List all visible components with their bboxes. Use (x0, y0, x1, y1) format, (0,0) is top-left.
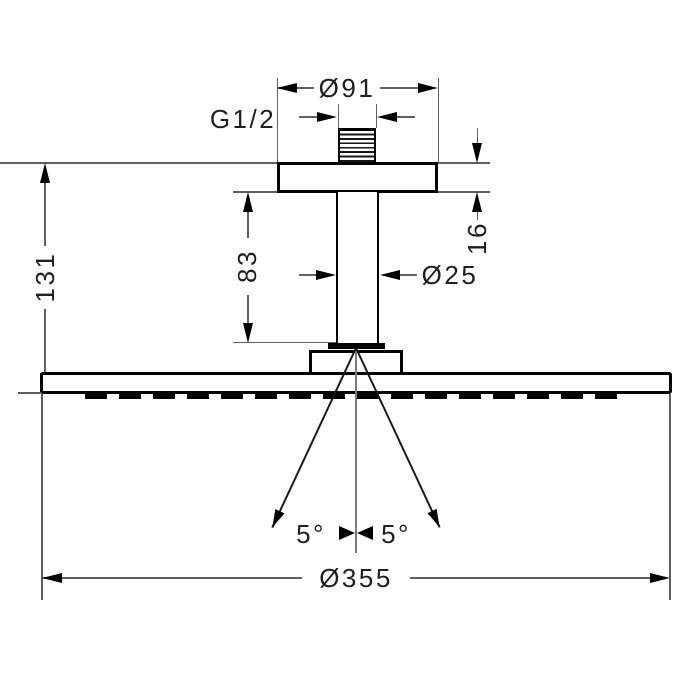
arrowhead-right (650, 572, 670, 583)
dimension-line (247, 295, 249, 324)
arrowhead-down (242, 322, 253, 343)
arrowhead-right (317, 111, 337, 122)
extension-line (277, 78, 279, 163)
arrowhead-spray (267, 509, 285, 530)
dimension-line (396, 116, 415, 118)
arrowhead-right (316, 269, 336, 280)
flange-thickness-label: 16 (462, 221, 492, 255)
dimension-line (299, 116, 318, 118)
overall-height-label: 131 (30, 251, 60, 303)
ceiling-flange (277, 162, 438, 193)
arrowhead-left (277, 82, 297, 93)
dimension-line (44, 309, 46, 374)
arrowhead-up (39, 163, 50, 183)
arrowhead-right (418, 82, 438, 93)
extension-line (41, 394, 43, 600)
extension-line (338, 104, 340, 128)
thread-size-label: G1/2 (209, 104, 277, 134)
arrowhead-left (376, 111, 397, 122)
arrowhead-right (339, 526, 356, 540)
dimension-line (476, 128, 479, 144)
extension-line (18, 392, 41, 394)
spray-angle-left-label: 5° (296, 519, 326, 549)
ceiling-line (0, 162, 490, 164)
flange-diameter-label: Ø91 (318, 73, 376, 103)
arrowhead-left (357, 526, 373, 540)
dimension-line (44, 182, 46, 246)
dimension-line (399, 274, 417, 276)
drop-pipe (336, 192, 379, 343)
extension-line (669, 394, 671, 600)
pipe-collar (328, 342, 385, 349)
pipe-diameter-label: Ø25 (421, 260, 479, 290)
arrowhead-down (472, 142, 482, 163)
threaded-connector (338, 128, 376, 163)
pipe-length-label: 83 (232, 249, 262, 283)
arrowhead-up (242, 192, 253, 212)
arrowhead-spray (427, 509, 445, 530)
dimension-line (476, 211, 479, 220)
arrowhead-left (42, 572, 62, 583)
extension-line (233, 191, 277, 193)
extension-line (375, 104, 377, 128)
dimension-line (299, 274, 317, 276)
spray-angle-right-label: 5° (381, 519, 411, 549)
arrowhead-left (379, 269, 400, 280)
dimension-line (247, 211, 249, 238)
head-diameter-label: Ø355 (319, 563, 393, 593)
extension-line (233, 342, 336, 344)
dimension-line (410, 577, 650, 579)
spray-center-line (355, 348, 357, 553)
extension-line (438, 191, 490, 193)
arrowhead-up (472, 192, 482, 212)
extension-line (437, 78, 439, 163)
dimension-line (43, 577, 302, 579)
dimension-line (380, 87, 418, 89)
